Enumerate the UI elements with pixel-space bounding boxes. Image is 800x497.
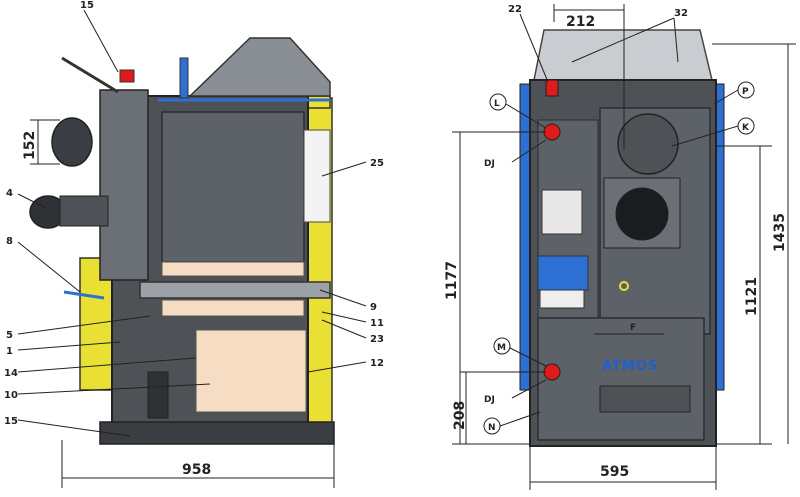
dim-595: 595 xyxy=(600,464,629,480)
lower-blue-pipe xyxy=(63,290,105,300)
flue-port xyxy=(617,113,679,175)
lever-rod xyxy=(61,56,119,94)
marker-P xyxy=(737,81,755,99)
label-25: 25 xyxy=(370,158,384,169)
label-K: K xyxy=(742,123,750,133)
dim-212: 212 xyxy=(566,14,595,30)
label-10: 10 xyxy=(4,390,18,401)
label-15-top: 15 xyxy=(80,0,94,11)
regulator-knob xyxy=(119,69,135,83)
blue-control-unit xyxy=(537,255,589,291)
label-1: 1 xyxy=(6,346,13,357)
nozzle-strip xyxy=(161,261,305,277)
top-cover xyxy=(533,29,713,81)
label-8: 8 xyxy=(6,236,13,247)
label-L: L xyxy=(494,99,500,109)
outlet-connector-L xyxy=(543,123,561,141)
side-leaders xyxy=(17,9,367,437)
label-5: 5 xyxy=(6,330,13,341)
label-12: 12 xyxy=(370,358,384,369)
label-dj-lower: DJ xyxy=(484,395,495,405)
inspection-hole xyxy=(615,187,669,241)
marker-M xyxy=(493,337,511,355)
front-view xyxy=(519,29,725,447)
flue-outlet xyxy=(51,117,93,167)
dim-1177: 1177 xyxy=(444,261,460,300)
marker-N xyxy=(483,417,501,435)
brand-label: ATMOS xyxy=(602,359,658,374)
label-4: 4 xyxy=(6,188,13,199)
top-hood xyxy=(188,37,331,97)
marker-L xyxy=(489,93,507,111)
control-display xyxy=(541,189,583,235)
side-section-view xyxy=(29,37,335,445)
lower-nozzle xyxy=(161,299,305,317)
dim-1435: 1435 xyxy=(772,213,788,252)
combustion-chamber xyxy=(195,329,307,413)
label-dj-upper: DJ xyxy=(484,159,495,169)
dim-1121: 1121 xyxy=(744,277,760,316)
label-P: P xyxy=(742,87,749,97)
fuel-chamber xyxy=(161,111,305,263)
label-F: F xyxy=(630,323,636,333)
label-N: N xyxy=(488,423,496,433)
label-M: M xyxy=(497,343,506,353)
top-red-valve xyxy=(545,79,559,97)
side-dimensions xyxy=(30,119,335,488)
label-14: 14 xyxy=(4,368,18,379)
front-dimensions xyxy=(452,4,796,490)
label-11: 11 xyxy=(370,318,384,329)
label-9: 9 xyxy=(370,302,377,313)
front-leaders xyxy=(499,13,739,427)
ash-door-handle xyxy=(599,385,691,413)
marker-K xyxy=(737,117,755,135)
inlet-connector-M xyxy=(543,363,561,381)
label-22: 22 xyxy=(508,4,522,15)
fan-grille xyxy=(539,289,585,309)
dim-152: 152 xyxy=(22,131,38,160)
ash-box xyxy=(147,371,169,419)
label-32: 32 xyxy=(674,8,688,19)
label-23: 23 xyxy=(370,334,384,345)
base-frame xyxy=(99,421,335,445)
yellow-bolt xyxy=(619,281,629,291)
lower-door xyxy=(537,317,705,441)
rear-insulation xyxy=(303,129,331,223)
turbulator-rod xyxy=(139,281,331,299)
dim-208: 208 xyxy=(452,401,468,430)
front-door-assembly xyxy=(99,89,149,281)
label-15-bottom: 15 xyxy=(4,416,18,427)
fan-housing xyxy=(59,195,109,227)
sensor-well xyxy=(179,57,189,99)
dim-958: 958 xyxy=(182,462,211,478)
